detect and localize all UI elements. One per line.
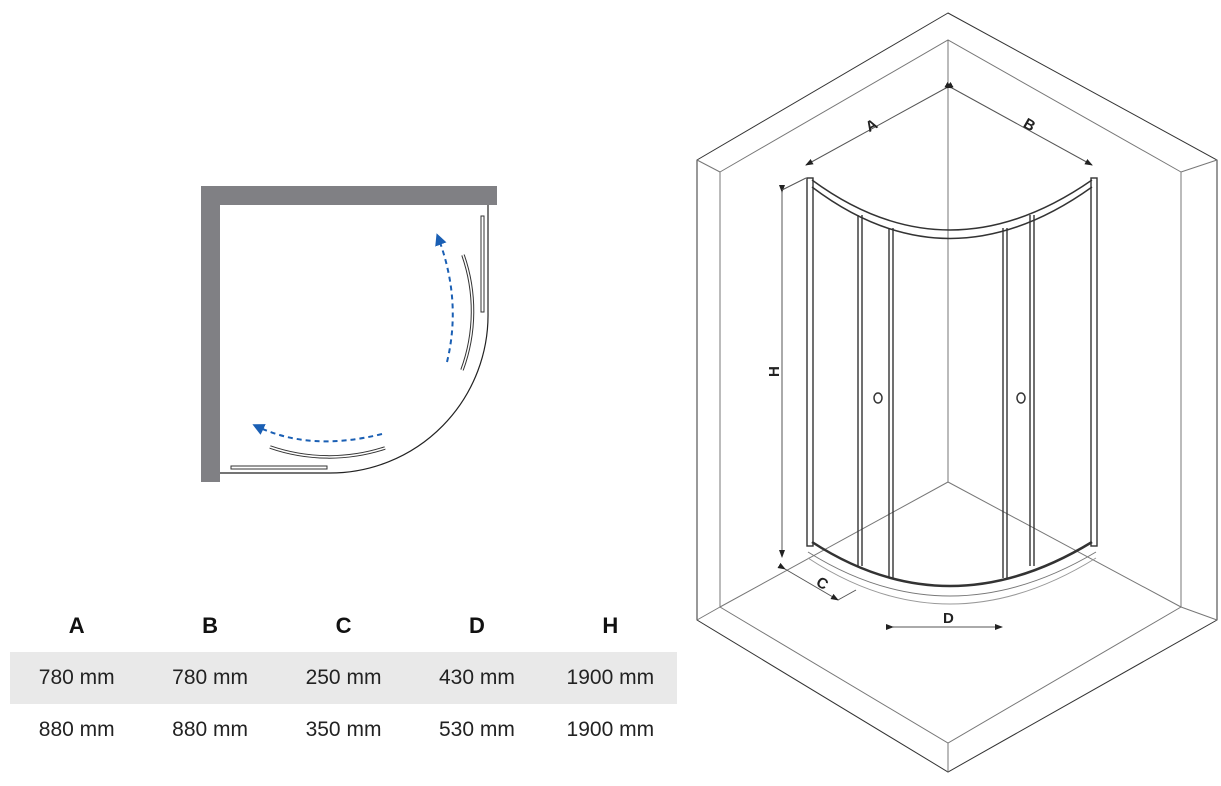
- plan-view: [201, 186, 497, 482]
- header-h: H: [602, 613, 619, 638]
- cell: 250 mm: [305, 666, 382, 689]
- dimensions-table: A B C D H 780 mm 780 mm 250 mm 430 mm 19…: [10, 600, 677, 756]
- iso-view: [696, 12, 1218, 773]
- room-outer: [696, 12, 1218, 773]
- label-d: D: [943, 610, 954, 627]
- cell: 780 mm: [38, 666, 115, 689]
- door-arrow-bottom: [252, 424, 383, 443]
- right-post: [1090, 177, 1098, 547]
- cell: 350 mm: [305, 718, 382, 741]
- label-h: H: [766, 366, 783, 377]
- tray-outline: [220, 205, 489, 474]
- label-b: B: [1020, 115, 1038, 135]
- top-wall: [201, 186, 497, 205]
- header-d: D: [468, 613, 485, 638]
- left-post: [806, 177, 814, 547]
- label-c: C: [813, 574, 831, 594]
- dim-c: [777, 562, 839, 601]
- door-arrow-right: [435, 233, 454, 363]
- table-row: 880 mm 880 mm 350 mm 530 mm 1900 mm: [10, 704, 677, 756]
- handle-left: [873, 392, 883, 404]
- cell: 530 mm: [438, 718, 515, 741]
- cell: 880 mm: [38, 718, 115, 741]
- table-row: 780 mm 780 mm 250 mm 430 mm 1900 mm: [10, 652, 677, 704]
- header-a: A: [68, 613, 85, 638]
- dim-b: [944, 81, 1093, 166]
- fixed-panel-right: [480, 215, 485, 313]
- cell: 1900 mm: [566, 718, 655, 741]
- top-rail: [811, 179, 1093, 231]
- header-b: B: [202, 613, 219, 638]
- left-wall: [201, 186, 220, 482]
- bottom-rail: [811, 540, 1093, 588]
- table-header: A B C D H: [10, 600, 677, 652]
- cell: 1900 mm: [566, 666, 655, 689]
- cell: 780 mm: [172, 666, 249, 689]
- header-c: C: [335, 613, 352, 638]
- dim-a: [805, 81, 954, 166]
- panel-edges: [857, 215, 1035, 578]
- fixed-panel-bottom: [230, 465, 328, 470]
- cell: 880 mm: [172, 718, 249, 741]
- handle-right: [1016, 392, 1026, 404]
- cell: 430 mm: [438, 666, 515, 689]
